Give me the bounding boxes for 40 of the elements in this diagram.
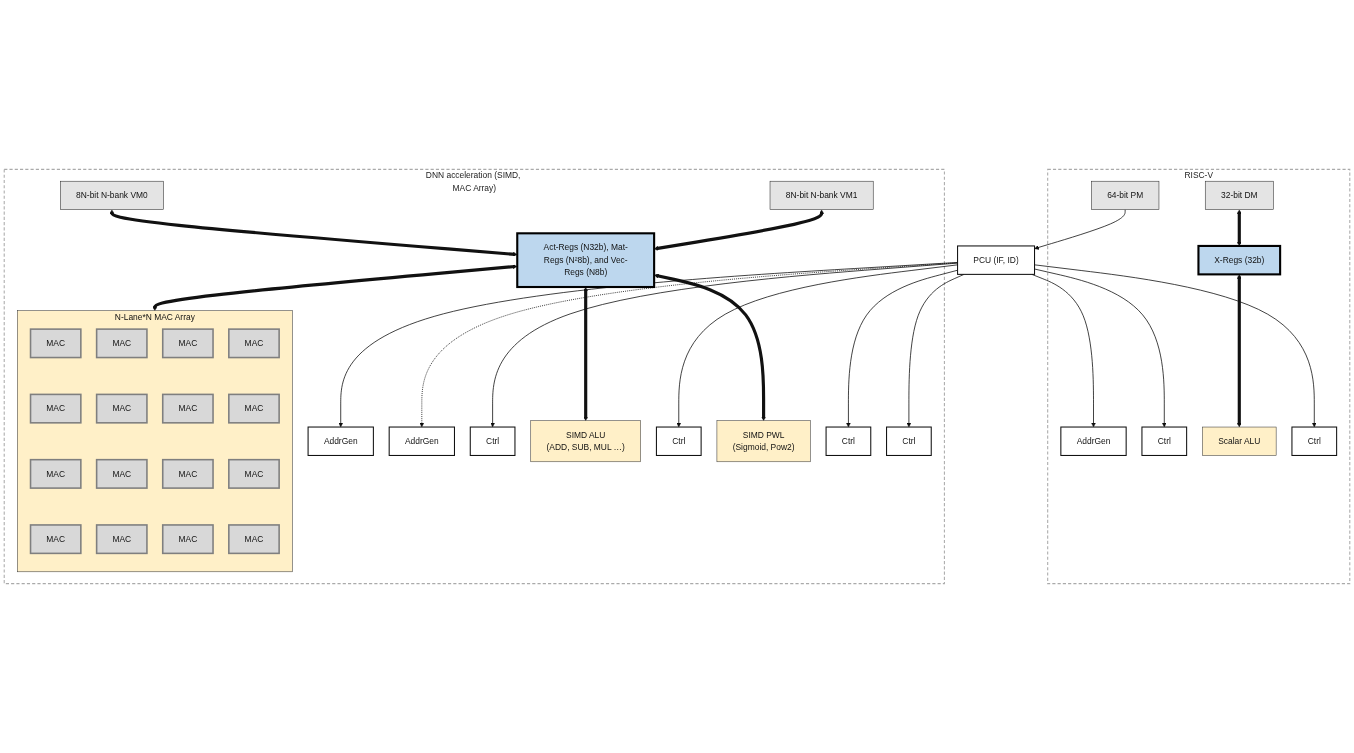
node-box: Ctrl (886, 426, 932, 456)
node-box: MAC (228, 524, 280, 555)
node-box: 32-bit DM (1204, 180, 1274, 210)
node-box: Scalar ALU (1202, 426, 1277, 456)
node-box: MAC (161, 328, 214, 359)
node-box: MAC (95, 458, 148, 489)
node-box: Act-Regs (N32b), Mat-Regs (N²8b), and Vec-Regs (N8b) (516, 232, 656, 289)
arrow (583, 287, 588, 421)
node-box: X-Regs (32b) (1197, 244, 1282, 276)
node-box: MAC (29, 393, 82, 424)
arrow (109, 209, 518, 257)
node-box: 8N-bit N-bank VM0 (60, 180, 164, 210)
node-box: MAC (228, 393, 280, 424)
arrow (654, 273, 766, 421)
node-box: PCU (IF, ID) (957, 245, 1036, 275)
node-box: MAC (95, 393, 148, 424)
node-box: Ctrl (655, 426, 702, 456)
node-box: MAC (29, 458, 82, 489)
node-box: MAC (161, 524, 214, 555)
node-box: MAC (161, 393, 214, 424)
node-box: SIMD PWL (Sigmoid, Pow2) (716, 420, 811, 463)
node-box: MAC (95, 524, 148, 555)
node-box: MAC (95, 328, 148, 359)
arrow (152, 264, 518, 311)
arrow (1236, 274, 1242, 428)
node-box: Ctrl (1291, 426, 1338, 456)
node-box: Ctrl (469, 426, 516, 456)
node-box: AddrGen (307, 426, 374, 456)
node-box: MAC (161, 458, 214, 489)
node-box: MAC (29, 328, 82, 359)
node-box: AddrGen (388, 426, 455, 456)
node-box: MAC (228, 328, 280, 359)
node-box: SIMD ALU (ADD, SUB, MUL …) (530, 420, 641, 463)
node-box: 8N-bit N-bank VM1 (769, 180, 874, 210)
node-box: AddrGen (1060, 426, 1127, 456)
node-box: MAC (29, 524, 82, 555)
node-box: Ctrl (1141, 426, 1188, 456)
node-box: MAC (228, 458, 280, 489)
node-box: Ctrl (825, 426, 872, 456)
node-box: 64-bit PM (1091, 180, 1160, 210)
